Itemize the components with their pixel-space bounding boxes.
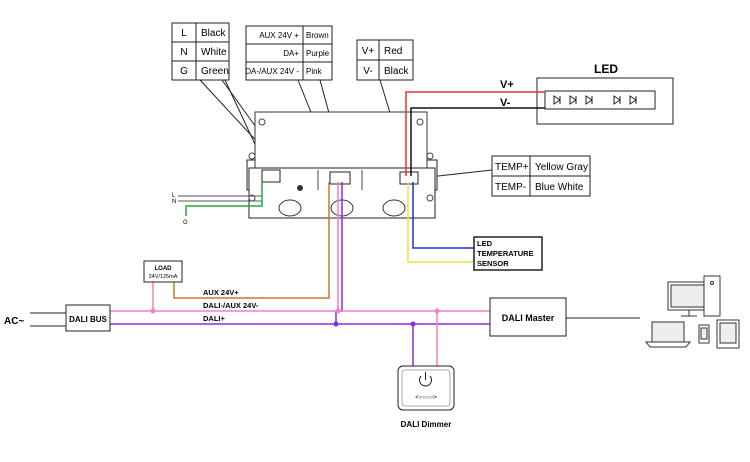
temp-color-minus: Blue White <box>535 182 584 193</box>
dali-master-label: DALI Master <box>502 313 555 323</box>
desktop-monitor-icon <box>667 281 711 317</box>
output-color-vminus: Black <box>384 66 409 77</box>
mains-color-g: Green <box>201 66 229 77</box>
aux-color-3: Pink <box>306 67 323 76</box>
tablet-icon <box>716 319 740 349</box>
dali-dimmer[interactable]: <○○○○> <box>397 365 455 411</box>
mains-color-n: White <box>201 47 227 58</box>
dali-bus-label: DALI BUS <box>69 315 107 324</box>
desktop-tower-icon <box>703 275 721 317</box>
dali-dimmer-label: DALI Dimmer <box>401 420 452 429</box>
temperature-sensor: LED TEMPERATURE SENSOR <box>473 236 543 271</box>
mains-code-n: N <box>180 47 187 58</box>
aux-24v-wire <box>173 182 330 299</box>
sensor-line-2: TEMPERATURE <box>477 249 534 258</box>
ac-input: AC~ <box>4 312 66 327</box>
dimmer-dots: <○○○○> <box>415 395 437 401</box>
output-color-vplus: Red <box>384 46 402 57</box>
phone-icon <box>698 324 710 344</box>
aux-code-2: DA+ <box>283 49 299 58</box>
mains-wire-table: L Black N White G Green <box>171 22 230 81</box>
aux-wire-table: AUX 24V + Brown DA+ Purple DA-/AUX 24V -… <box>245 25 333 81</box>
vminus-wire <box>410 107 545 176</box>
led-title: LED <box>594 62 618 76</box>
temp-code-plus: TEMP+ <box>495 162 529 173</box>
output-code-vplus: V+ <box>362 46 375 57</box>
mains-l-label: L <box>172 193 176 199</box>
mains-g-label: G <box>183 220 188 226</box>
aux-code-3: DA-/AUX 24V - <box>245 67 299 76</box>
aux-color-2: Purple <box>306 49 330 58</box>
temp-yellow-wire <box>407 182 476 263</box>
aux-color-1: Brown <box>306 31 329 40</box>
led-vplus-label: V+ <box>500 79 514 91</box>
dali-master: DALI Master <box>489 297 640 337</box>
vplus-wire <box>405 91 545 176</box>
mains-code-l: L <box>181 28 187 39</box>
led-strip: LED V+ V- <box>500 62 674 125</box>
sensor-line-1: LED <box>477 239 493 248</box>
sensor-line-3: SENSOR <box>477 259 509 268</box>
power-icon <box>419 372 432 387</box>
dali-minus-label: DALI-/AUX 24V- <box>203 301 259 310</box>
load-line-2: 24V/125mA <box>149 274 178 280</box>
mains-code-g: G <box>180 66 188 77</box>
mains-input-wires: L N G <box>172 182 263 226</box>
led-vminus-label: V- <box>500 97 511 109</box>
ac-label: AC~ <box>4 316 24 327</box>
dali-bus-psu: DALI BUS <box>65 304 111 332</box>
mains-color-l: Black <box>201 28 226 39</box>
mains-n-label: N <box>172 199 176 205</box>
control-devices <box>644 275 740 349</box>
led-diodes <box>553 95 637 105</box>
load-box: LOAD 24V/125mA <box>143 260 183 283</box>
aux-bus-label: AUX 24V+ <box>203 288 239 297</box>
output-code-vminus: V- <box>363 66 372 77</box>
load-line-1: LOAD <box>155 266 173 272</box>
temp-code-minus: TEMP- <box>495 182 526 193</box>
dali-plus-label: DALI+ <box>203 314 225 323</box>
output-wire-table: V+ Red V- Black <box>356 39 414 81</box>
temp-wire-table: TEMP+ Yellow Gray TEMP- Blue White <box>491 155 591 197</box>
temp-blue-wire <box>412 182 476 249</box>
laptop-icon <box>644 321 692 348</box>
temp-color-plus: Yellow Gray <box>535 162 588 173</box>
aux-code-1: AUX 24V + <box>259 31 299 40</box>
